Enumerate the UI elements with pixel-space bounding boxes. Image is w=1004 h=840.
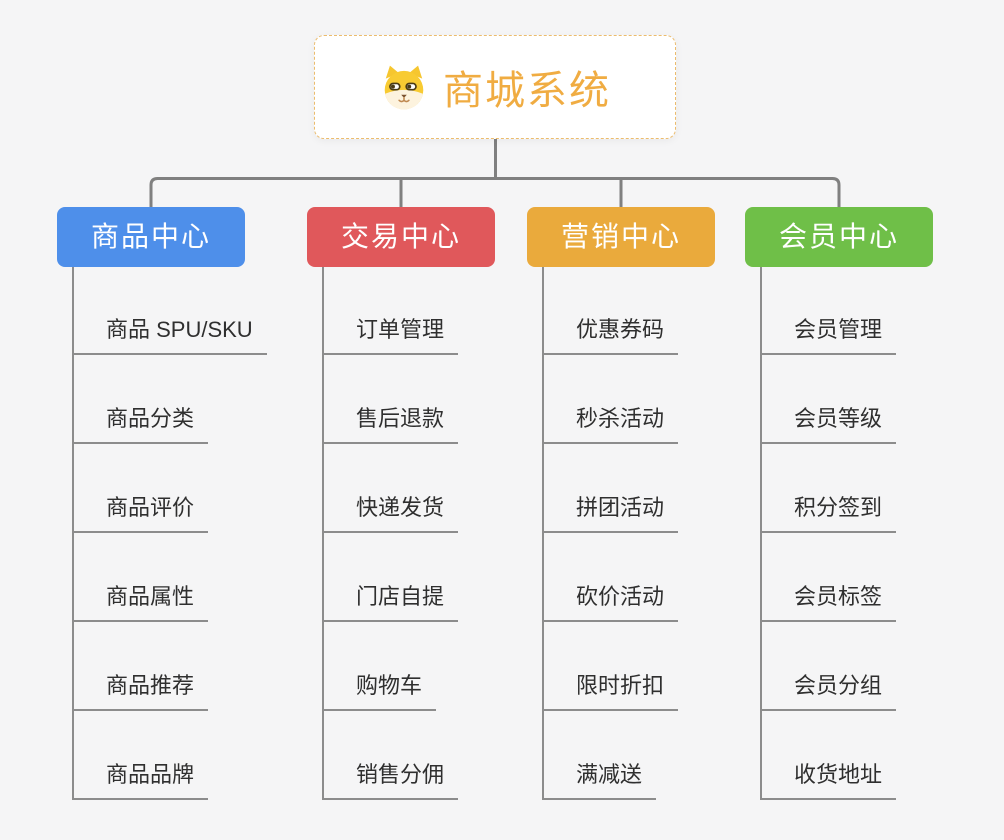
leaf-node[interactable]: 商品品牌 [72, 760, 209, 800]
leaf-node[interactable]: 商品推荐 [72, 671, 209, 711]
leaf-node[interactable]: 会员等级 [760, 404, 897, 444]
leaf-node[interactable]: 优惠券码 [542, 315, 679, 355]
leaf-node[interactable]: 商品评价 [72, 493, 209, 533]
leaf-node[interactable]: 售后退款 [322, 404, 459, 444]
branch-header-product-center[interactable]: 商品中心 [57, 207, 245, 267]
shiba-dog-icon [384, 65, 424, 110]
leaf-node[interactable]: 会员管理 [760, 315, 897, 355]
leaf-node[interactable]: 收货地址 [760, 760, 897, 800]
branch-trunk-line [72, 267, 74, 800]
branch-trunk-line [322, 267, 324, 800]
branch-header-marketing-center[interactable]: 营销中心 [527, 207, 715, 267]
leaf-node[interactable]: 商品属性 [72, 582, 209, 622]
leaf-node[interactable]: 会员分组 [760, 671, 897, 711]
root-node[interactable]: 商城系统 [314, 35, 676, 139]
leaf-node[interactable]: 商品 SPU/SKU [72, 315, 267, 355]
leaf-node[interactable]: 砍价活动 [542, 582, 679, 622]
branch-trunk-line [542, 267, 544, 800]
branch-header-trade-center[interactable]: 交易中心 [307, 207, 495, 267]
leaf-node[interactable]: 满减送 [542, 760, 657, 800]
branch-trunk-line [760, 267, 762, 800]
leaf-node[interactable]: 购物车 [322, 671, 437, 711]
leaf-node[interactable]: 限时折扣 [542, 671, 679, 711]
leaf-node[interactable]: 快递发货 [322, 493, 459, 533]
leaf-node[interactable]: 销售分佣 [322, 760, 459, 800]
leaf-node[interactable]: 商品分类 [72, 404, 209, 444]
leaf-node[interactable]: 会员标签 [760, 582, 897, 622]
branch-header-member-center[interactable]: 会员中心 [745, 207, 933, 267]
leaf-node[interactable]: 订单管理 [322, 315, 459, 355]
leaf-node[interactable]: 门店自提 [322, 582, 459, 622]
leaf-node[interactable]: 积分签到 [760, 493, 897, 533]
leaf-node[interactable]: 拼团活动 [542, 493, 679, 533]
root-node-title: 商城系统 [443, 69, 611, 113]
leaf-node[interactable]: 秒杀活动 [542, 404, 679, 444]
